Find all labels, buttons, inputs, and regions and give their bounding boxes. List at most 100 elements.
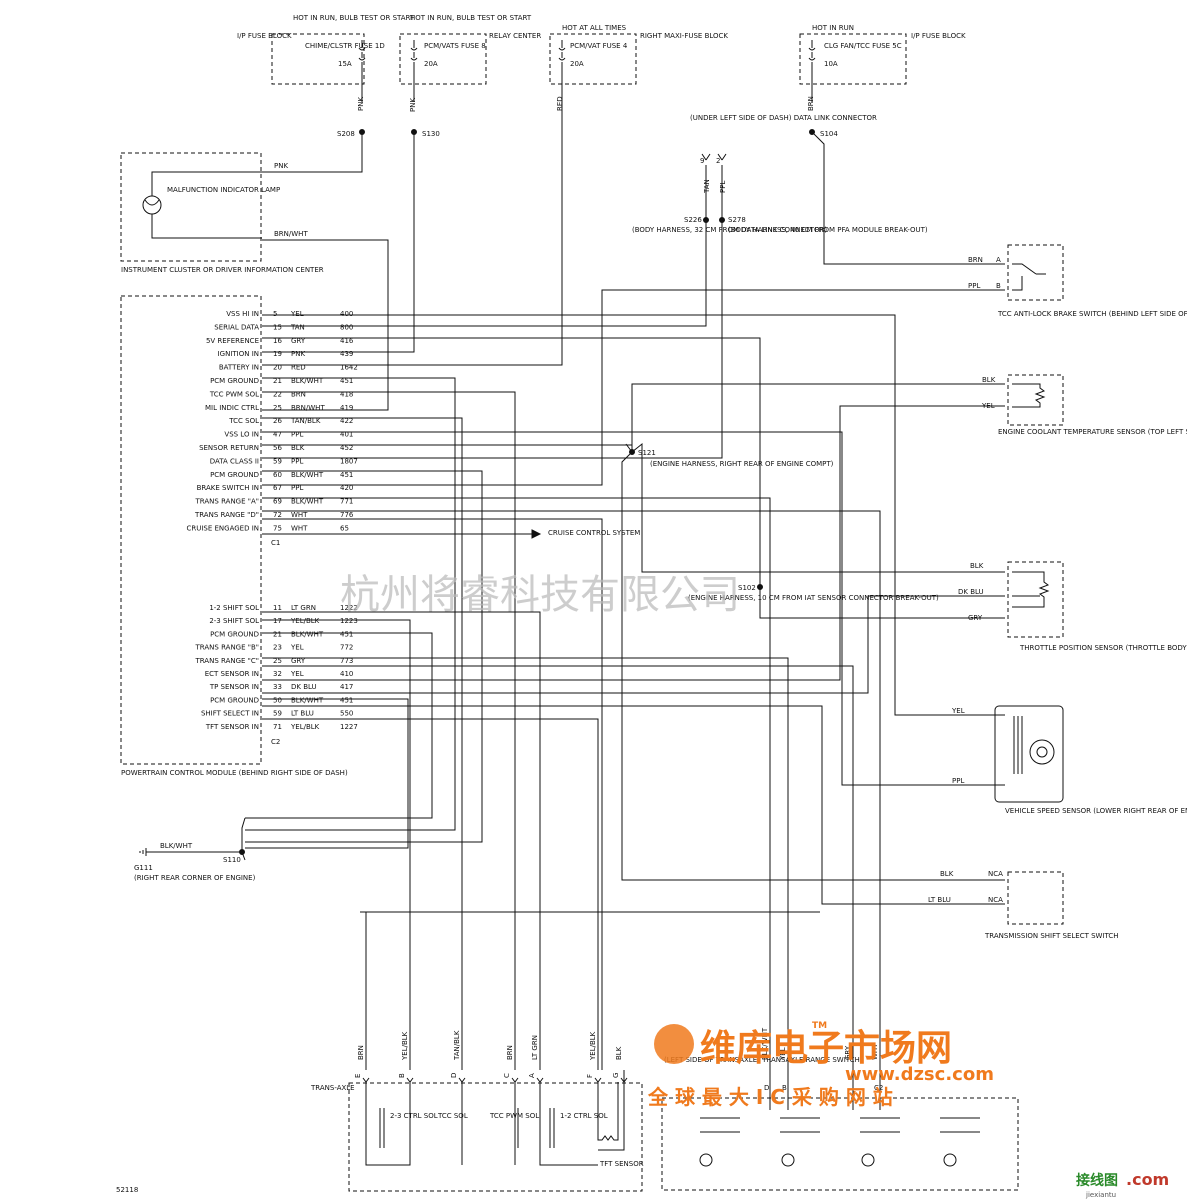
fuse4-power: HOT IN RUN bbox=[812, 24, 854, 32]
fuse2-block: RELAY CENTER bbox=[489, 32, 541, 40]
wire-color: YEL bbox=[290, 310, 304, 318]
fuse4-amp: 10A bbox=[824, 60, 838, 68]
pin-number: 20 bbox=[273, 364, 282, 372]
fuse1-wire: PNK bbox=[357, 97, 365, 111]
pin-number: 69 bbox=[273, 498, 282, 506]
tps-wire-b: DK BLU bbox=[958, 588, 984, 596]
fuse-pcm-vat: HOT AT ALL TIMES RIGHT MAXI-FUSE BLOCK P… bbox=[549, 24, 728, 111]
pin-number: 71 bbox=[273, 723, 282, 731]
wire-color: BLK bbox=[291, 444, 305, 452]
pin-number: 50 bbox=[273, 696, 282, 704]
circuit-number: 401 bbox=[340, 431, 353, 439]
circuit-number: 65 bbox=[340, 524, 349, 532]
dlc-label: (UNDER LEFT SIDE OF DASH) DATA LINK CONN… bbox=[690, 114, 877, 122]
pin-number: 33 bbox=[273, 683, 282, 691]
transaxle-wire-color: TAN/BLK bbox=[453, 1030, 461, 1061]
pin-label: TRANS RANGE "B" bbox=[195, 644, 259, 652]
pin-label: 5V REFERENCE bbox=[206, 337, 259, 345]
wire-color: BLK/WHT bbox=[291, 471, 324, 479]
corner-logo: 接线图 .com jiexiantu bbox=[1076, 1170, 1169, 1199]
pin-number: 16 bbox=[273, 337, 282, 345]
dlc-wire-left: TAN bbox=[703, 179, 711, 194]
wire-color: WHT bbox=[291, 524, 308, 532]
shift-nca-2: NCA bbox=[988, 896, 1003, 904]
tps-wire-c: GRY bbox=[968, 614, 983, 622]
dlc-pin-right: 2 bbox=[716, 157, 720, 165]
circuit-number: 451 bbox=[340, 696, 353, 704]
wire-color: LT GRN bbox=[291, 604, 316, 612]
fuse3-power: HOT AT ALL TIMES bbox=[562, 24, 627, 32]
pin-label: SERIAL DATA bbox=[214, 323, 259, 331]
range-switch-wire: YEL bbox=[779, 1047, 787, 1061]
wire-color: BLK/WHT bbox=[291, 377, 324, 385]
fuse2-power: HOT IN RUN, BULB TEST OR START bbox=[410, 14, 532, 22]
wire-color: BLK/WHT bbox=[291, 630, 324, 638]
pin-number: 25 bbox=[273, 657, 282, 665]
circuit-number: 419 bbox=[340, 404, 353, 412]
pin-number: 56 bbox=[273, 444, 282, 452]
cluster-wire-top: PNK bbox=[274, 162, 288, 170]
fuse-chime-clstr: HOT IN RUN, BULB TEST OR START I/P FUSE … bbox=[237, 14, 415, 138]
fuse1-block: I/P FUSE BLOCK bbox=[237, 32, 292, 40]
fuse1-name: CHIME/CLSTR FUSE 1D bbox=[305, 42, 385, 50]
range-switch-pin: D bbox=[764, 1084, 769, 1092]
sol-tcc: TCC SOL bbox=[437, 1082, 468, 1165]
wire-color: BRN/WHT bbox=[291, 404, 325, 412]
pin-number: 11 bbox=[273, 604, 282, 612]
pin-label: DATA CLASS II bbox=[210, 457, 259, 465]
pin-label: PCM GROUND bbox=[210, 696, 259, 704]
wire-color: BRN bbox=[291, 390, 306, 398]
dlc-wire-right: PPL bbox=[719, 181, 727, 193]
wire-color: YEL bbox=[290, 644, 304, 652]
sol-2-3: 2-3 CTRL SOL bbox=[365, 1082, 438, 1166]
circuit-number: 400 bbox=[340, 310, 353, 318]
fuse1-power: HOT IN RUN, BULB TEST OR START bbox=[293, 14, 415, 22]
circuit-number: 420 bbox=[340, 484, 353, 492]
wire-color: GRY bbox=[291, 657, 306, 665]
pin-number: 67 bbox=[273, 484, 282, 492]
pin-number: 60 bbox=[273, 471, 282, 479]
pin-label: PCM GROUND bbox=[210, 471, 259, 479]
sol-tcc-pwm-label: TCC PWM SOL bbox=[489, 1112, 539, 1120]
tcc-pin-a: A bbox=[996, 256, 1001, 264]
pin-number: 72 bbox=[273, 511, 282, 519]
pcm-c1: C1 bbox=[271, 539, 280, 547]
splice-s278: S278 bbox=[728, 216, 746, 224]
circuit-number: 1223 bbox=[340, 617, 358, 625]
transaxle-wire-color: LT GRN bbox=[531, 1035, 539, 1060]
circuit-number: 776 bbox=[340, 511, 354, 519]
corner-cn: 接线图 bbox=[1076, 1172, 1118, 1189]
wire-color: YEL bbox=[290, 670, 304, 678]
pin-label: VSS HI IN bbox=[226, 310, 259, 318]
pin-label: TFT SENSOR IN bbox=[205, 723, 259, 731]
page-id: 52118 bbox=[116, 1186, 138, 1194]
corner-com: .com bbox=[1126, 1170, 1169, 1189]
tcc-wire-a: BRN bbox=[968, 256, 983, 264]
transaxle-wire-color: BRN bbox=[357, 1045, 365, 1060]
circuit-number: 1642 bbox=[340, 364, 358, 372]
pin-label: MIL INDIC CTRL bbox=[205, 404, 259, 412]
shift-wire-h: BLK bbox=[940, 870, 954, 878]
harness-wiring: S121 (ENGINE HARNESS, RIGHT REAR OF ENGI… bbox=[134, 84, 1005, 1070]
pin-number: 21 bbox=[273, 630, 282, 638]
fuse4-wire: BRN bbox=[807, 96, 815, 111]
pin-number: 19 bbox=[273, 350, 282, 358]
ground-note: (RIGHT REAR CORNER OF ENGINE) bbox=[134, 874, 256, 882]
s226-note: (BODY HARNESS, 32 CM FROM DATA LINK CONN… bbox=[632, 226, 827, 234]
vehicle-speed-sensor: YEL PPL VEHICLE SPEED SENSOR (LOWER RIGH… bbox=[951, 705, 1187, 815]
pin-label: TRANS RANGE "D" bbox=[194, 511, 259, 519]
pin-label: CRUISE ENGAGED IN bbox=[186, 524, 259, 532]
circuit-number: 1222 bbox=[340, 604, 358, 612]
ect-wire-b: YEL bbox=[981, 402, 995, 410]
pcm-c2: C2 bbox=[271, 738, 280, 746]
